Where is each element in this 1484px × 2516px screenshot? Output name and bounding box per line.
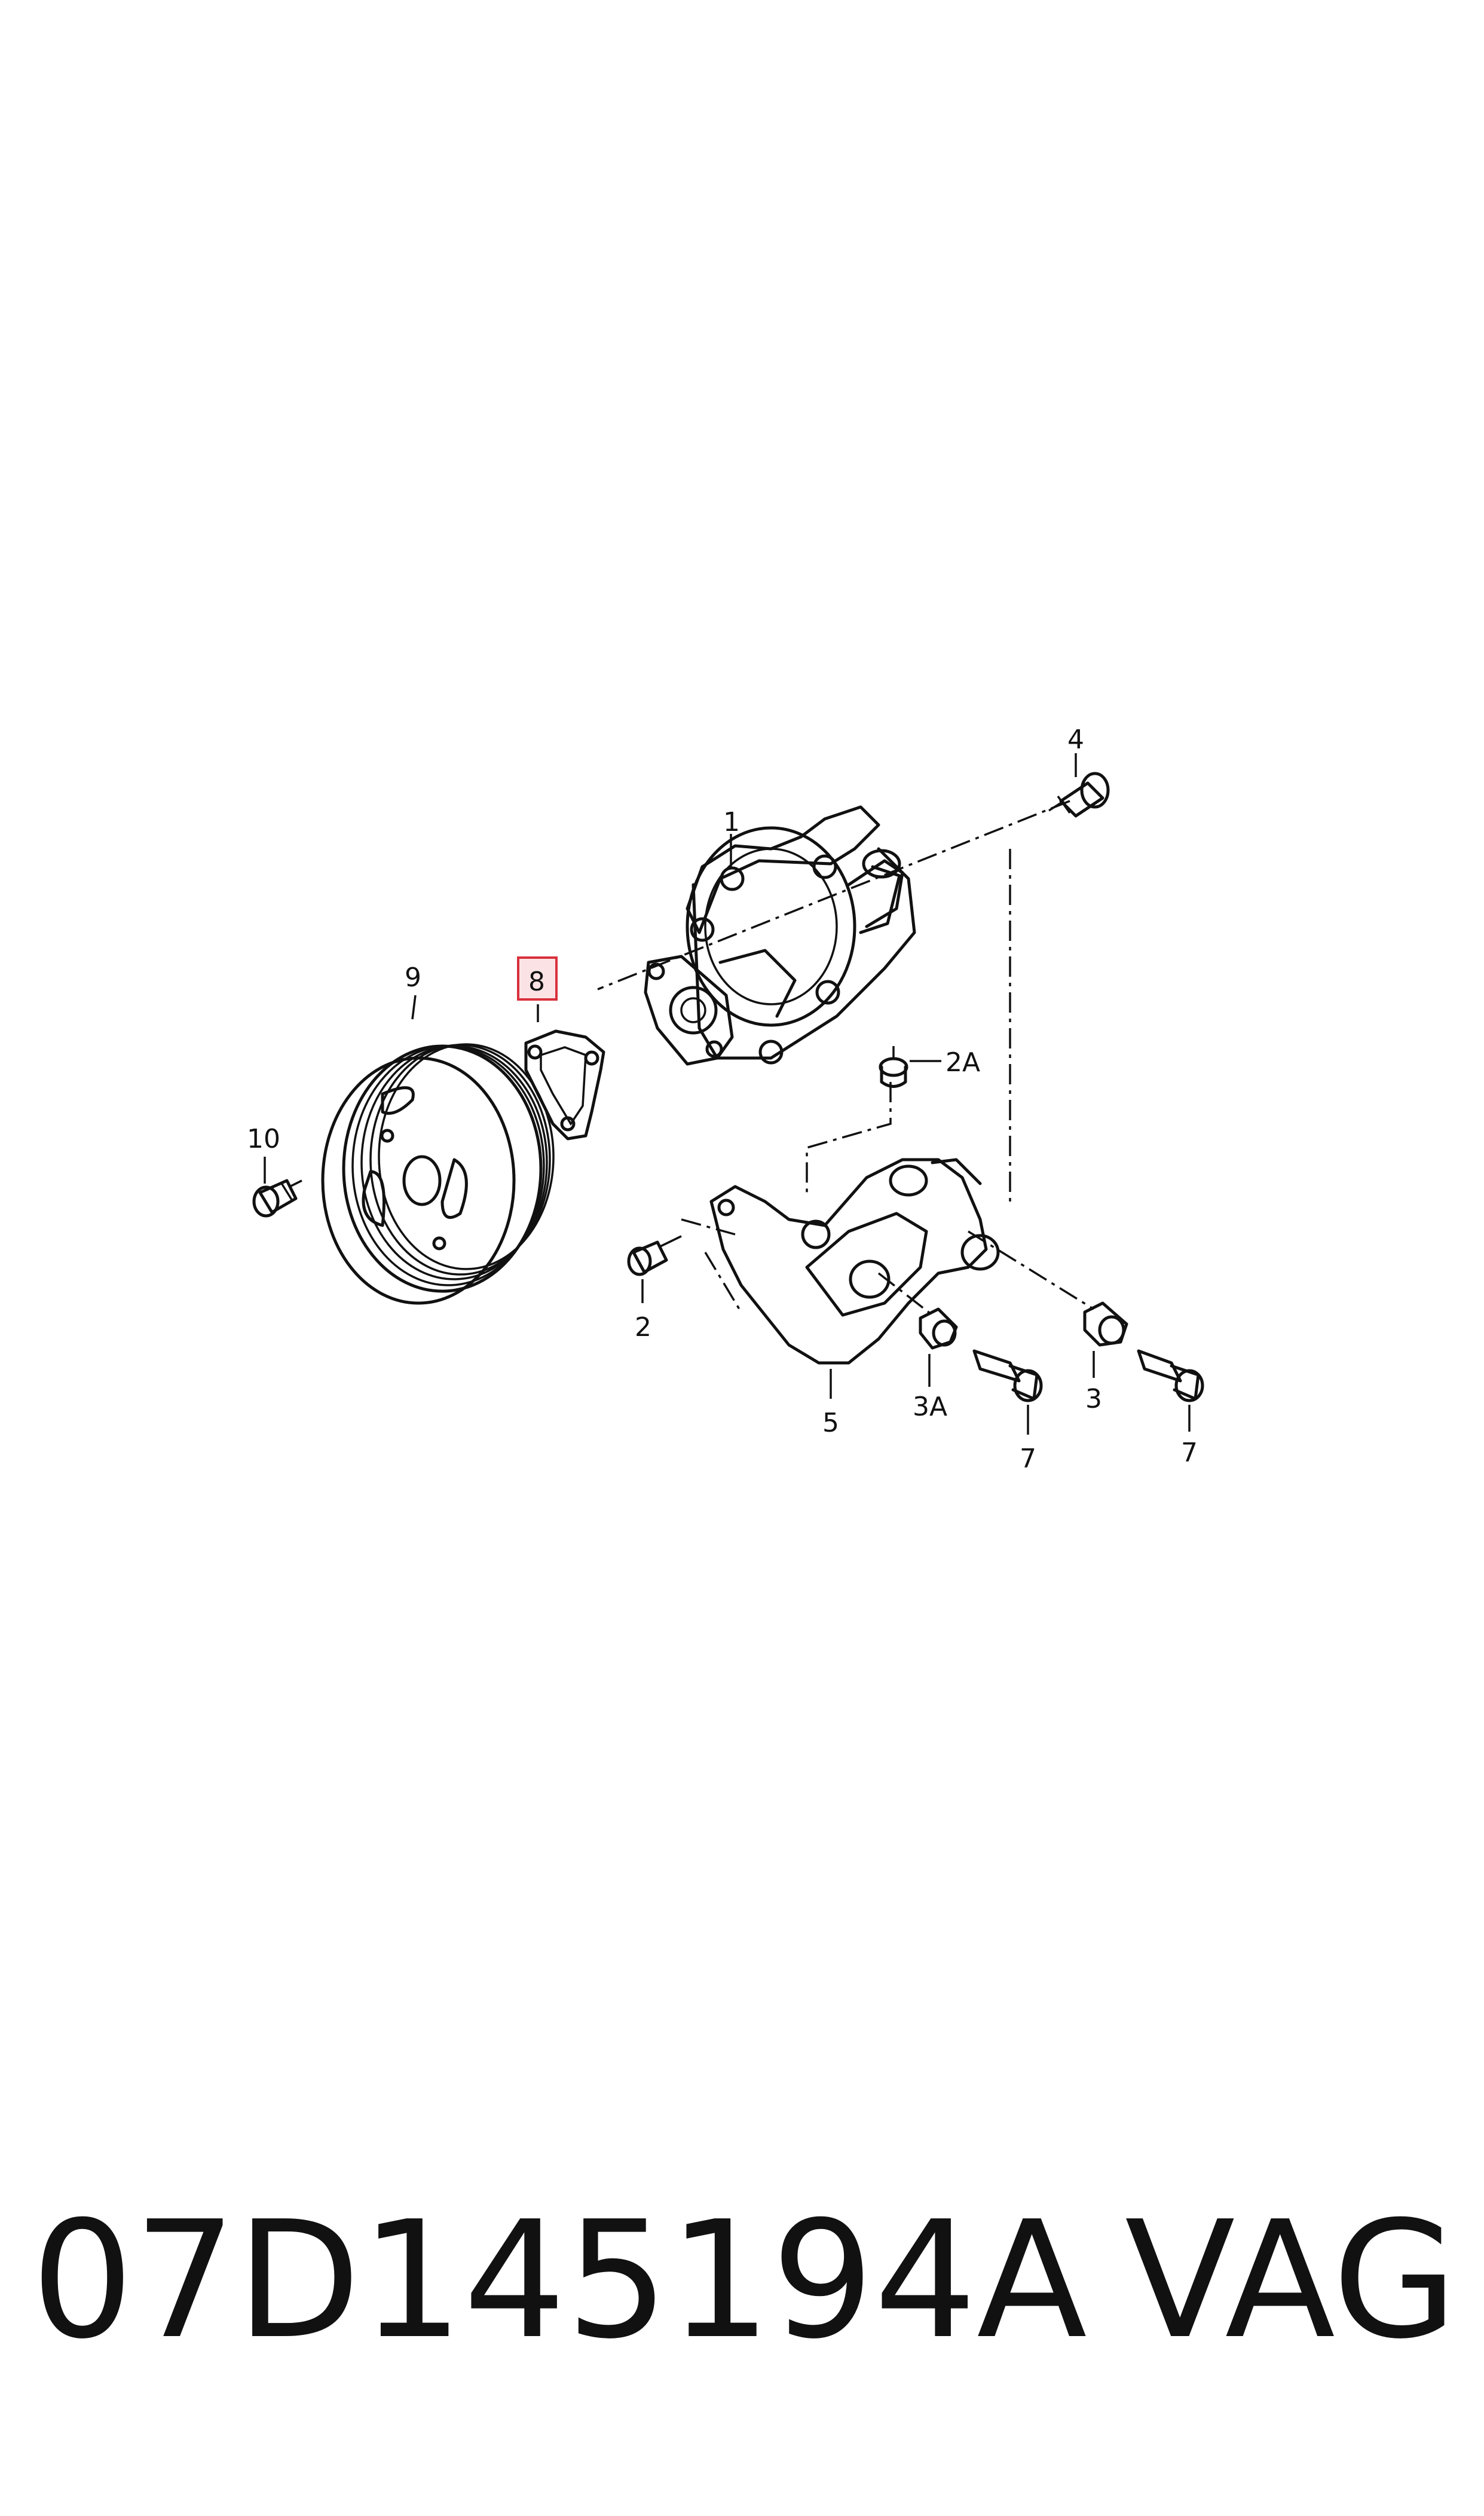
power-steering-pump xyxy=(644,805,916,1066)
bushing-3 xyxy=(1083,1301,1128,1347)
bushing-2A xyxy=(879,1057,908,1088)
bolt-7-left xyxy=(972,1349,1043,1402)
leader-lines xyxy=(264,753,1191,1435)
part-number: 07D145194A xyxy=(31,2186,1087,2374)
label-4: 4 xyxy=(1067,724,1084,755)
label-1: 1 xyxy=(723,807,740,837)
label-5: 5 xyxy=(822,1408,839,1438)
label-9: 9 xyxy=(405,962,421,993)
brand-name: VAG xyxy=(1125,2186,1458,2374)
bushing-3A xyxy=(919,1307,958,1350)
bolt-2 xyxy=(627,1235,682,1276)
label-2: 2 xyxy=(635,1312,651,1343)
bolt-10 xyxy=(252,1179,302,1218)
bracket xyxy=(709,1158,1000,1365)
highlight-box xyxy=(517,956,558,1001)
label-8: 8 xyxy=(528,967,545,997)
pulley xyxy=(321,1043,555,1305)
label-10: 10 xyxy=(247,1124,280,1154)
assembly-lines xyxy=(597,800,1094,1316)
label-7-right: 7 xyxy=(1181,1438,1198,1468)
caption: 07D145194A VAG xyxy=(31,2182,1465,2379)
bolt-7-right xyxy=(1137,1349,1204,1402)
exploded-parts-diagram: 1 4 8 9 10 2A 2 5 3A 7 3 7 xyxy=(247,724,1204,1474)
label-2A: 2A xyxy=(946,1047,980,1078)
bolt-4 xyxy=(1048,772,1110,818)
label-3A: 3A xyxy=(913,1392,947,1422)
label-7-left: 7 xyxy=(1020,1444,1036,1474)
part-labels: 1 4 8 9 10 2A 2 5 3A 7 3 7 xyxy=(247,724,1198,1474)
label-3: 3 xyxy=(1085,1384,1102,1414)
